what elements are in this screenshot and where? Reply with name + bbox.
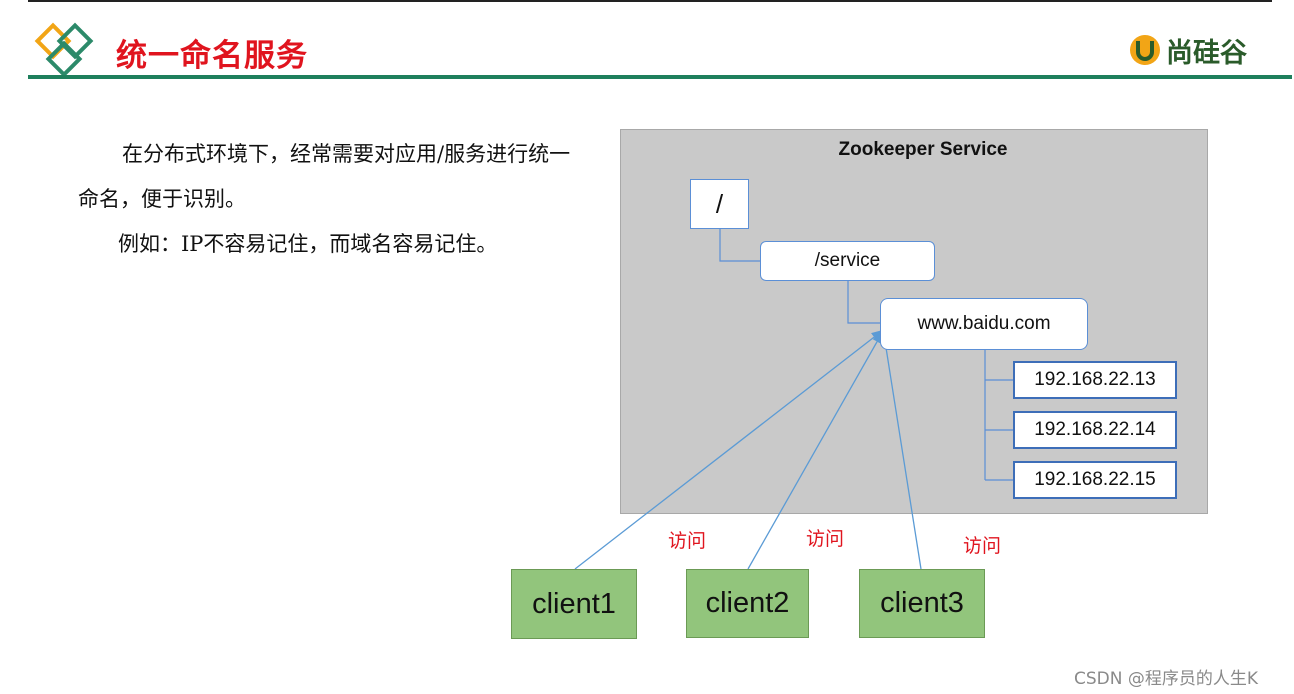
access-label-1: 访问 [668, 530, 707, 552]
description-paragraph-1: 在分布式环境下，经常需要对应用/服务进行统一命名，便于识别。 [78, 142, 571, 211]
page-title: 统一命名服务 [116, 38, 308, 74]
client-box-3: client3 [859, 569, 985, 638]
zookeeper-service-title: Zookeeper Service [838, 139, 1008, 160]
client-box-1: client1 [511, 569, 637, 639]
description-text: 在分布式环境下，经常需要对应用/服务进行统一命名，便于识别。 例如：IP不容易记… [78, 132, 578, 267]
access-label-3: 访问 [963, 535, 1002, 557]
connector-service-domain [847, 281, 880, 324]
znode-ip-3: 192.168.22.15 [1013, 461, 1177, 499]
znode-service: /service [760, 241, 935, 281]
access-arrow-client3 [880, 333, 922, 570]
znode-root: / [690, 179, 749, 229]
diamond-squares-icon [34, 22, 94, 78]
brand-logo: 尚硅谷 [1128, 32, 1247, 69]
connector-root-service [719, 229, 760, 262]
header-divider [28, 75, 1292, 79]
top-border-line [28, 0, 1272, 2]
znode-domain: www.baidu.com [880, 298, 1088, 350]
description-paragraph-2: 例如：IP不容易记住，而域名容易记住。 [118, 232, 498, 256]
znode-ip-1: 192.168.22.13 [1013, 361, 1177, 399]
znode-ip-2: 192.168.22.14 [1013, 411, 1177, 449]
watermark-text: CSDN @程序员的人生K [1074, 669, 1259, 689]
access-arrow-client1 [574, 329, 884, 570]
brand-name: 尚硅谷 [1166, 37, 1247, 69]
client-box-2: client2 [686, 569, 809, 638]
u-shield-icon [1130, 35, 1160, 65]
access-arrow-client2 [747, 331, 883, 570]
access-label-2: 访问 [806, 528, 845, 550]
